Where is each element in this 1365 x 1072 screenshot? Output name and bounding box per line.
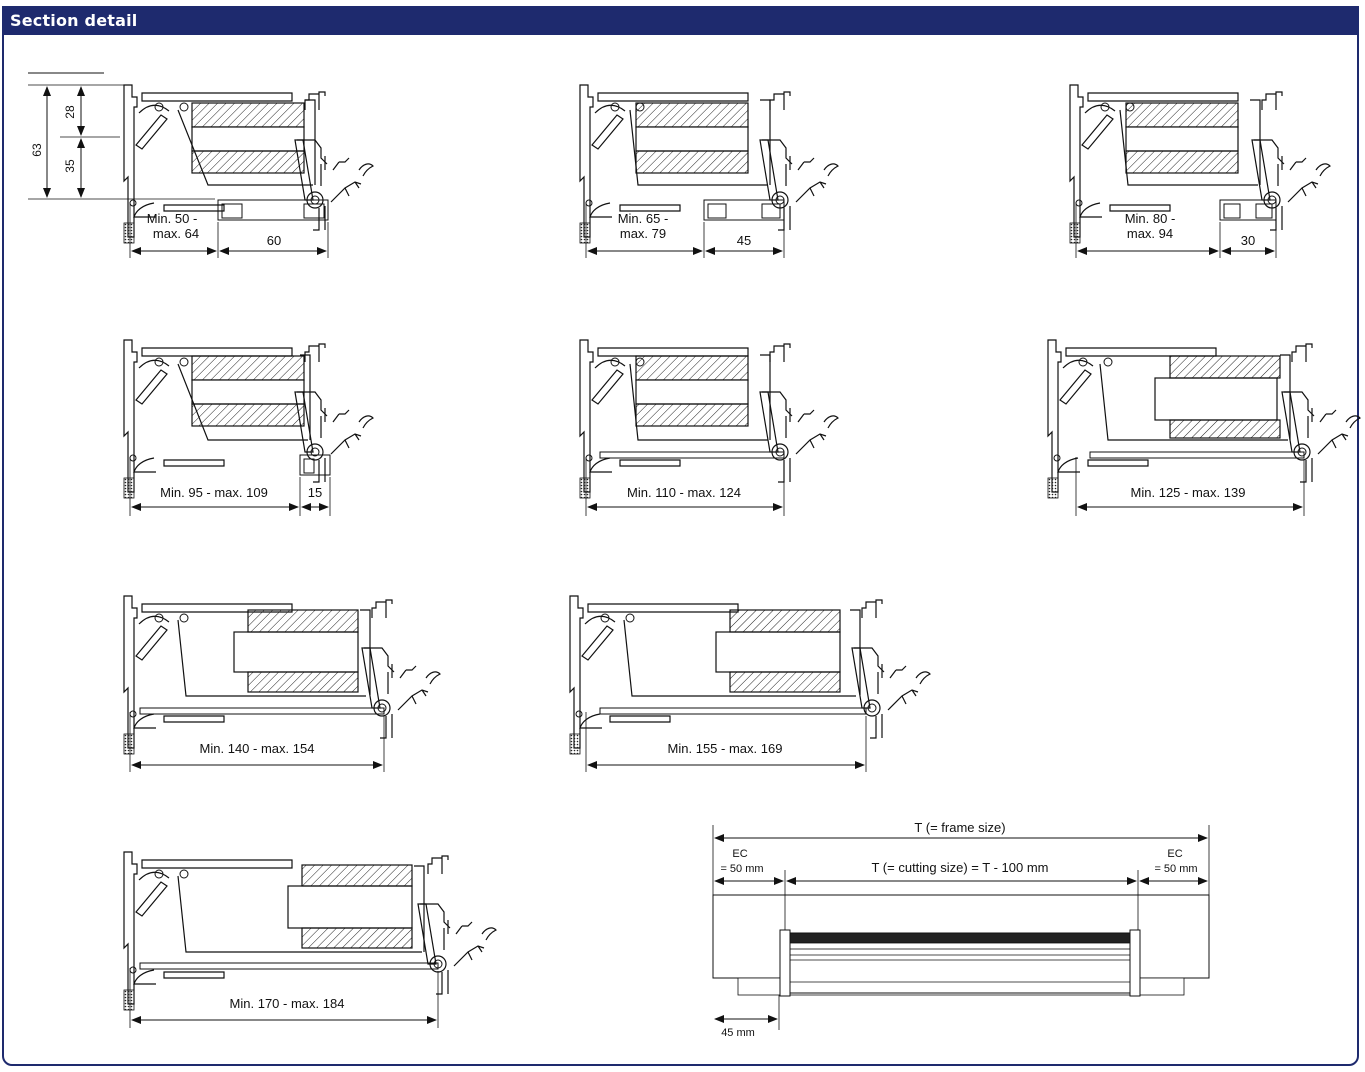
ec-right-value: = 50 mm — [1154, 863, 1197, 875]
range-label-2: max. 79 — [620, 226, 666, 241]
section-7: Min. 140 - max. 154 — [123, 595, 441, 772]
section-9: Min. 170 - max. 184 — [123, 851, 497, 1028]
section-5: Min. 110 - max. 124 — [579, 339, 839, 516]
range-label: Min. 125 - max. 139 — [1131, 485, 1246, 500]
section-8: Min. 155 - max. 169 — [569, 595, 931, 772]
range-label: Min. 50 - — [147, 211, 198, 226]
page-title: Section detail — [10, 11, 138, 30]
section-4: Min. 95 - max. 109 15 — [123, 339, 374, 516]
extra-width-label: 15 — [308, 485, 322, 500]
range-label-2: max. 64 — [153, 226, 199, 241]
ec-right-label: EC — [1167, 848, 1182, 860]
range-label: Min. 155 - max. 169 — [668, 741, 783, 756]
range-label: Min. 170 - max. 184 — [230, 996, 345, 1011]
extra-width-label: 60 — [267, 233, 281, 248]
section-2: Min. 65 - max. 79 45 — [579, 84, 839, 258]
frame-size-label: T (= frame size) — [914, 820, 1005, 835]
section-1: 63 28 35 Min. 50 - max. 64 60 — [28, 72, 374, 258]
range-label: Min. 95 - max. 109 — [160, 485, 268, 500]
section-3: Min. 80 - max. 94 30 — [1069, 84, 1331, 258]
dim-upper-height: 28 — [63, 105, 77, 119]
range-label-2: max. 94 — [1127, 226, 1173, 241]
ec-left-label: EC — [732, 848, 747, 860]
dim-lower-height: 35 — [63, 159, 77, 173]
offset-label: 45 mm — [721, 1027, 755, 1039]
range-label: Min. 140 - max. 154 — [200, 741, 315, 756]
section-6: Min. 125 - max. 139 — [1047, 339, 1361, 516]
header-bar: Section detail — [4, 8, 1357, 35]
range-label: Min. 65 - — [618, 211, 669, 226]
dim-overall-height: 63 — [30, 143, 44, 157]
ec-left-value: = 50 mm — [720, 863, 763, 875]
section-detail-panel: Section detail — [2, 6, 1359, 1066]
range-label: Min. 80 - — [1125, 211, 1176, 226]
cutting-size-label: T (= cutting size) = T - 100 mm — [871, 860, 1048, 875]
range-label: Min. 110 - max. 124 — [627, 485, 741, 500]
extra-width-label: 30 — [1241, 233, 1255, 248]
elevation-view: T (= frame size) EC = 50 mm T (= cutting… — [712, 820, 1210, 1039]
extra-width-label: 45 — [737, 233, 751, 248]
